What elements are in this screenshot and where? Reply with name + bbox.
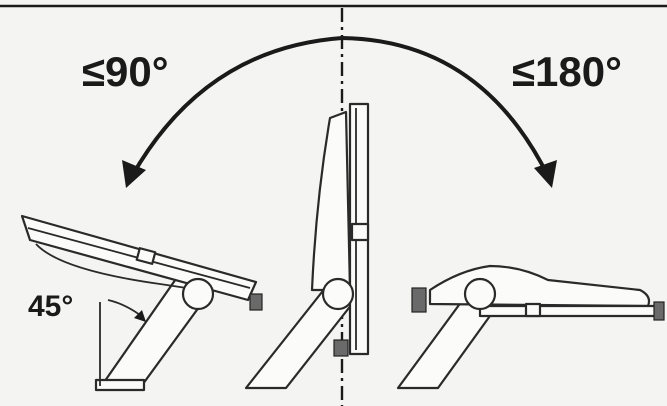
right-device-flat [396,264,665,390]
right-panel-bracket [524,302,542,318]
center-hinge-pivot [321,277,355,311]
right-panel-body [428,264,651,308]
center-lock-knob [333,339,349,357]
left-angle-label: ≤90° [82,48,169,95]
left-hinge-pivot [181,277,215,311]
rotation-arc [130,35,550,177]
left-panel-bracket [135,247,157,265]
right-hinge-pivot [463,277,497,311]
left-lock-knob [249,293,263,311]
right-end-cap [653,301,665,321]
right-lock-knob [411,287,427,313]
center-panel-bracket [350,222,370,242]
right-angle-label: ≤180° [512,48,622,95]
arc-arrow-right-icon [534,160,557,188]
center-panel-body [310,110,352,292]
tilt-angle-arrowhead-icon [134,310,146,322]
right-panel-rail [478,304,658,318]
left-device-tilted [20,214,263,392]
arc-arrow-left-icon [122,160,146,188]
left-panel-underside [35,243,201,291]
left-stand-foot [94,378,146,392]
center-device-upright [244,102,370,390]
tilt-angle-label: 45° [28,290,73,323]
